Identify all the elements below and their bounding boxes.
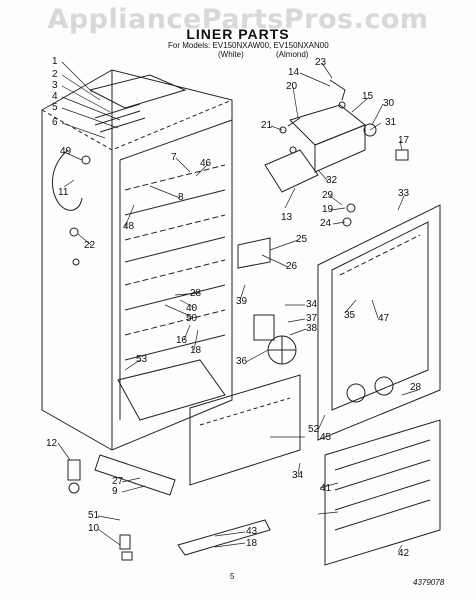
callout-6: 6 bbox=[52, 117, 58, 128]
callout-34: 34 bbox=[292, 470, 304, 481]
model-color-almond: (Almond) bbox=[276, 50, 309, 59]
callout-25: 25 bbox=[296, 234, 308, 245]
callout-53: 53 bbox=[136, 354, 148, 365]
callout-30: 30 bbox=[383, 98, 395, 109]
callout-2: 2 bbox=[52, 69, 58, 80]
callout-9: 9 bbox=[112, 486, 118, 497]
callout-8: 8 bbox=[178, 192, 184, 203]
callout-32: 32 bbox=[326, 175, 338, 186]
callout-39: 39 bbox=[236, 296, 248, 307]
callout-46: 46 bbox=[200, 158, 212, 169]
callout-5: 5 bbox=[52, 102, 58, 113]
callout-43: 43 bbox=[246, 526, 258, 537]
callout-21: 21 bbox=[261, 120, 273, 131]
watermark: AppliancePartsPros.com bbox=[47, 4, 429, 35]
rail bbox=[94, 454, 176, 496]
callout-50: 50 bbox=[186, 313, 198, 324]
callout-7: 7 bbox=[171, 152, 177, 163]
callout-45: 45 bbox=[320, 432, 332, 443]
callout-11: 11 bbox=[58, 187, 69, 198]
callout-15: 15 bbox=[362, 91, 374, 102]
callout-48: 48 bbox=[123, 221, 135, 232]
kick-grille bbox=[324, 419, 441, 566]
callout-3: 3 bbox=[52, 80, 58, 91]
callout-14: 14 bbox=[288, 67, 300, 78]
callout-24: 24 bbox=[320, 218, 332, 229]
callout-51: 51 bbox=[88, 510, 100, 521]
diagram-title: LINER PARTS bbox=[186, 26, 290, 42]
door-panel bbox=[317, 204, 441, 441]
drain-trough bbox=[177, 519, 271, 556]
callout-22: 22 bbox=[84, 240, 96, 251]
callout-38: 38 bbox=[306, 323, 318, 334]
callout-4: 4 bbox=[52, 91, 58, 102]
lower-shroud bbox=[189, 374, 301, 486]
callout-33: 33 bbox=[398, 188, 410, 199]
document-number: 4379078 bbox=[413, 578, 445, 587]
callout-34: 34 bbox=[306, 299, 318, 310]
callout-10: 10 bbox=[88, 523, 100, 534]
callout-17: 17 bbox=[398, 135, 410, 146]
callout-31: 31 bbox=[385, 117, 397, 128]
callout-28: 28 bbox=[410, 382, 422, 393]
callout-36: 36 bbox=[236, 356, 248, 367]
callout-13: 13 bbox=[281, 212, 293, 223]
callout-41: 41 bbox=[320, 483, 332, 494]
callout-26: 26 bbox=[286, 261, 298, 272]
callout-28: 28 bbox=[190, 288, 202, 299]
liner-cabinet bbox=[41, 69, 233, 451]
callout-52: 52 bbox=[308, 424, 320, 435]
callout-1: 1 bbox=[52, 56, 58, 67]
callout-37: 37 bbox=[306, 313, 318, 324]
callout-27: 27 bbox=[112, 476, 124, 487]
callout-16: 16 bbox=[176, 335, 188, 346]
callout-29: 29 bbox=[322, 190, 334, 201]
callout-47: 47 bbox=[378, 313, 390, 324]
callout-18: 18 bbox=[246, 538, 258, 549]
callout-42: 42 bbox=[398, 548, 410, 559]
callout-23: 23 bbox=[315, 57, 327, 68]
callout-12: 12 bbox=[46, 438, 58, 449]
page-number: 5 bbox=[230, 572, 235, 581]
model-color-white: (White) bbox=[218, 50, 244, 59]
callout-20: 20 bbox=[286, 81, 298, 92]
callout-40: 40 bbox=[186, 303, 198, 314]
callout-18: 18 bbox=[190, 345, 202, 356]
models-line: For Models: EV150NXAW00, EV150NXAN00 bbox=[168, 41, 329, 50]
callout-35: 35 bbox=[344, 310, 356, 321]
callout-49: 49 bbox=[60, 146, 72, 157]
control-housing bbox=[264, 79, 409, 193]
callout-19: 19 bbox=[322, 204, 334, 215]
